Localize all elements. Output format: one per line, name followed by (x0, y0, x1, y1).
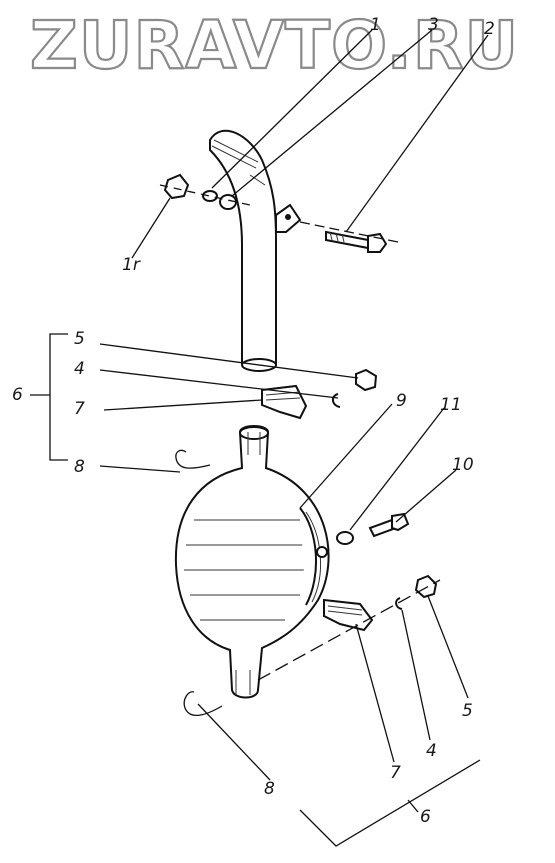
callout-bottom-5: 5 (462, 701, 473, 721)
lower-washer (395, 597, 403, 610)
callout-top-1: 1 (370, 15, 381, 35)
mid-nut (355, 368, 378, 392)
callout-bottom-4: 4 (426, 741, 437, 761)
lower-wire-lead (183, 691, 223, 716)
mid-washer (332, 393, 341, 408)
lamp-body (174, 425, 330, 699)
callout-top-3: 3 (428, 15, 439, 35)
upper-clamp-pad (261, 384, 308, 420)
callout-left-6: 6 (12, 385, 23, 405)
callout-nut-top: 1r (122, 255, 141, 275)
upper-wire-lead (175, 449, 211, 469)
top-nut (163, 173, 190, 200)
watermark-text: ZURAVTO.RU (30, 7, 519, 84)
callout-left-4: 4 (74, 359, 85, 379)
callout-bottom-6: 6 (420, 807, 431, 827)
callout-left-5: 5 (74, 329, 85, 349)
side-bolt (368, 512, 410, 538)
bent-tube-bracket (209, 129, 302, 372)
callout-right-9: 9 (396, 391, 407, 411)
callout-right-10: 10 (452, 455, 474, 475)
top-bolt (325, 230, 388, 253)
callout-left-8: 8 (74, 457, 85, 477)
callout-bottom-7: 7 (390, 763, 401, 783)
callout-left-7: 7 (74, 399, 85, 419)
gasket-ring (336, 531, 354, 545)
callout-top-2: 2 (484, 19, 495, 39)
callout-right-11: 11 (440, 395, 462, 415)
top-washer-split (202, 190, 218, 202)
callout-bottom-8: 8 (264, 779, 275, 799)
lower-nut (414, 574, 438, 599)
lower-clamp-pad (323, 598, 374, 632)
